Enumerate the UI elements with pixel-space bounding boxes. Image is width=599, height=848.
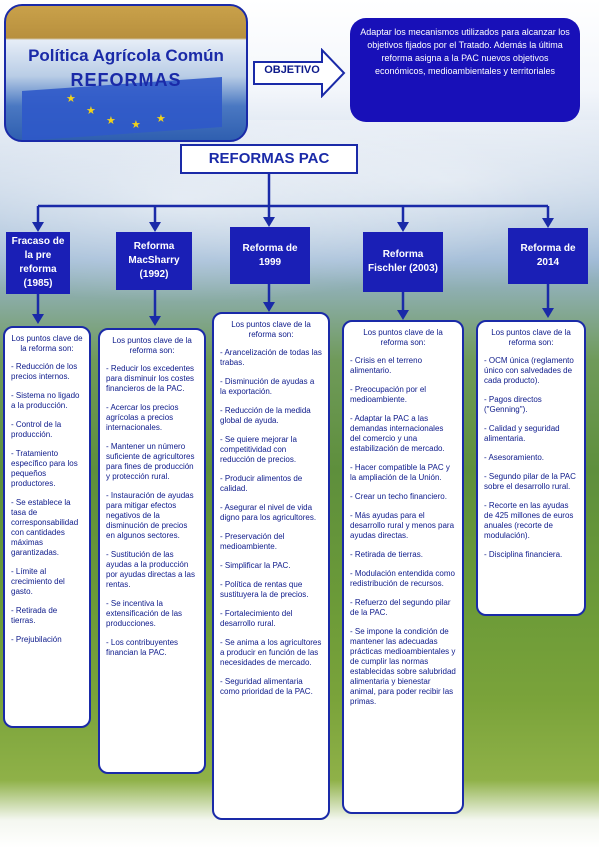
list-item: - Simplificar la PAC. [220, 561, 291, 570]
list-item: - Se incentiva la extensificación de las… [106, 599, 183, 628]
list-item: - Crear un techo financiero. [350, 492, 447, 501]
page-title: Política Agrícola Común [28, 46, 224, 65]
list-heading: Los puntos clave de la reforma son: [231, 320, 311, 339]
list-item: - Más ayudas para el desarrollo rural y … [350, 511, 455, 540]
list-item: - Reducción de los precios internos. [11, 362, 78, 381]
objetivo-label: OBJETIVO [264, 64, 320, 76]
list-item: - Preocupación por el medioambiente. [350, 385, 427, 404]
list-item: - Se establece la tasa de corresponsabil… [11, 498, 79, 557]
list-heading: Los puntos clave de la reforma son: [491, 328, 571, 347]
flag-star-icon: ★ [106, 115, 116, 127]
list-item: - Recorte en las ayudas de 425 millones … [484, 501, 574, 540]
list-heading: Los puntos clave de la reforma son: [112, 336, 192, 355]
list-item: - Pagos directos ("Genning"). [484, 395, 542, 414]
list-item: - Reducción de la medida global de ayuda… [220, 406, 311, 425]
list-item: - Política de rentas que sustituyera la … [220, 580, 309, 599]
objetivo-box: Adaptar los mecanismos utilizados para a… [350, 18, 580, 122]
list-item: - Se anima a los agricultores a producir… [220, 638, 322, 667]
list-item: - Asegurar el nivel de vida digno para l… [220, 503, 317, 522]
list-item: - Acercar los precios agrícolas a precio… [106, 403, 179, 432]
list-item: - Preservación del medioambiente. [220, 532, 285, 551]
list-item: - Arancelización de todas las trabas. [220, 348, 322, 367]
list-item: - Segundo pilar de la PAC sobre el desar… [484, 472, 576, 491]
list-item: - Se quiere mejorar la competitividad co… [220, 435, 297, 464]
list-item: - Crisis en el terreno alimentario. [350, 356, 423, 375]
list-item: - Instauración de ayudas para mitigar ef… [106, 491, 194, 540]
list-item: - OCM única (reglamento único con salved… [484, 356, 574, 385]
reformas-pac-title: REFORMAS PAC [180, 144, 358, 174]
reform-2003-box: Reforma Fischler (2003) [363, 232, 443, 292]
page-subtitle: REFORMAS [70, 70, 182, 90]
list-item: - Hacer compatible la PAC y la ampliació… [350, 463, 450, 482]
list-item: - Reducir los excedentes para disminuir … [106, 364, 195, 393]
list-item: - Prejubilación [11, 635, 62, 644]
list-item: - Se impone la condición de mantener las… [350, 627, 456, 706]
list-heading: Los puntos clave de la reforma son: [11, 334, 83, 353]
list-item: - Disciplina financiera. [484, 550, 563, 559]
reform-1992-box: Reforma MacSharry (1992) [116, 232, 192, 290]
list-item: - Sustitución de las ayudas a la producc… [106, 550, 195, 589]
reform-1985-box: Fracaso de la pre reforma (1985) [6, 232, 70, 294]
list-item: - Los contribuyentes financian la PAC. [106, 638, 179, 657]
reform-2003-list: Los puntos clave de la reforma son: - Cr… [342, 320, 464, 814]
objetivo-arrow [253, 48, 346, 98]
list-item: - Disminución de ayudas a la exportación… [220, 377, 315, 396]
list-item: - Retirada de tierras. [350, 550, 423, 559]
reform-1999-list: Los puntos clave de la reforma son: - Ar… [212, 312, 330, 820]
list-item: - Tratamiento específico para los pequeñ… [11, 449, 78, 488]
list-item: - Calidad y seguridad alimentaria. [484, 424, 560, 443]
title-banner: ★ ★ ★ ★ ★ Política Agrícola Común REFORM… [4, 4, 248, 142]
list-item: - Fortalecimiento del desarrollo rural. [220, 609, 293, 628]
flag-star-icon: ★ [156, 113, 166, 125]
list-item: - Seguridad alimentaria como prioridad d… [220, 677, 313, 696]
list-item: - Control de la producción. [11, 420, 62, 439]
list-item: - Refuerzo del segundo pilar de la PAC. [350, 598, 451, 617]
flag-star-icon: ★ [66, 93, 76, 105]
list-item: - Sistema no ligado a la producción. [11, 391, 80, 410]
list-item: - Retirada de tierras. [11, 606, 58, 625]
list-heading: Los puntos clave de la reforma son: [363, 328, 443, 347]
flag-star-icon: ★ [86, 105, 96, 117]
list-item: - Producir alimentos de calidad. [220, 474, 303, 493]
reform-2014-list: Los puntos clave de la reforma son: - OC… [476, 320, 586, 616]
reform-1999-box: Reforma de 1999 [230, 227, 310, 284]
list-item: - Límite al crecimiento del gasto. [11, 567, 65, 596]
list-item: - Asesoramiento. [484, 453, 545, 462]
flag-star-icon: ★ [131, 119, 141, 131]
reform-1985-list: Los puntos clave de la reforma son: - Re… [3, 326, 91, 728]
reform-2014-box: Reforma de 2014 [508, 228, 588, 284]
reform-1992-list: Los puntos clave de la reforma son: - Re… [98, 328, 206, 774]
list-item: - Adaptar la PAC a las demandas internac… [350, 414, 445, 453]
list-item: - Modulación entendida como redistribuci… [350, 569, 455, 588]
list-item: - Mantener un número suficiente de agric… [106, 442, 195, 481]
